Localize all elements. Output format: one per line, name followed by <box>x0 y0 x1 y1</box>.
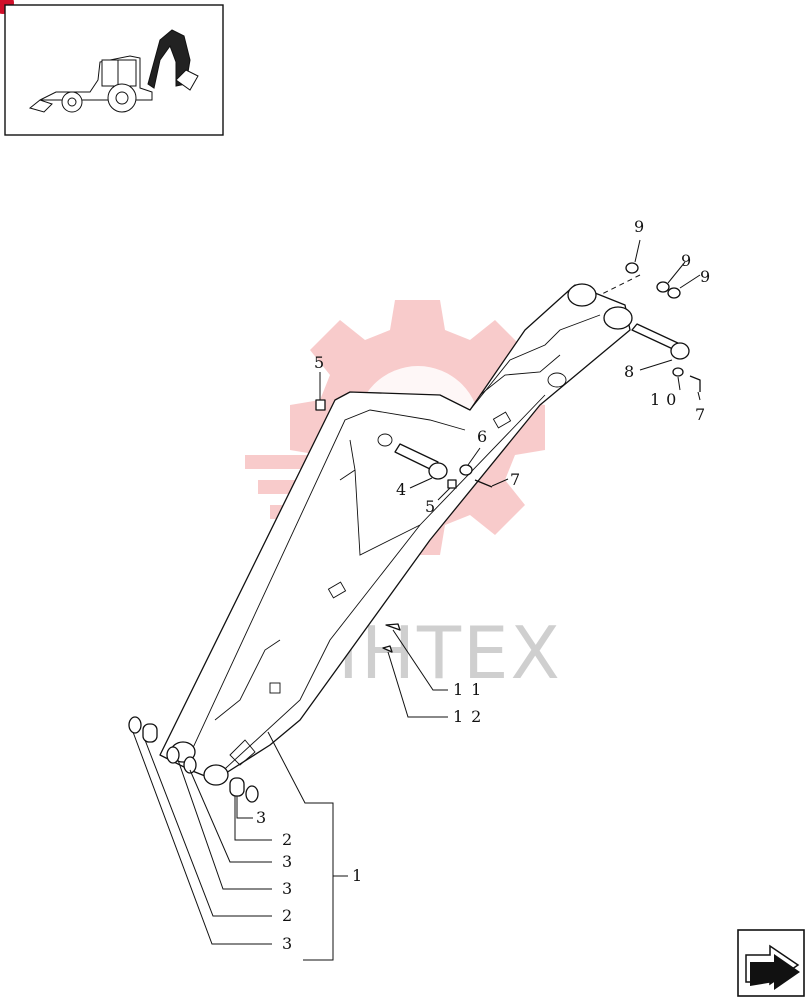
callout-6: 6 <box>477 427 487 446</box>
callout-2-b: 2 <box>282 906 292 925</box>
pin-middle <box>394 443 448 480</box>
pin-upper <box>631 323 690 360</box>
callout-3-a: 3 <box>256 808 266 827</box>
callout-2-a: 2 <box>282 830 292 849</box>
callout-10: 10 <box>650 390 682 409</box>
callout-labels: 9 9 9 5 6 7 8 10 7 4 5 11 12 3 2 3 3 2 3… <box>256 217 710 953</box>
callout-8: 8 <box>624 362 634 381</box>
callout-5-lower: 5 <box>425 497 435 516</box>
bolt-11 <box>385 623 401 631</box>
grease-fitting-5-lower <box>447 479 457 489</box>
callout-5-upper: 5 <box>314 353 324 372</box>
boom-arm <box>159 283 633 786</box>
washer-10 <box>672 367 684 377</box>
washers-9 <box>625 262 681 299</box>
callout-3-d: 3 <box>282 934 292 953</box>
callout-3-c: 3 <box>282 879 292 898</box>
callout-1: 1 <box>352 866 362 885</box>
callout-7-upper: 7 <box>695 405 705 424</box>
callout-9-b: 9 <box>681 251 691 270</box>
bolt-7-middle <box>474 479 493 488</box>
callout-11: 11 <box>453 680 489 699</box>
leader-lines <box>132 239 701 961</box>
callout-9-a: 9 <box>634 217 644 236</box>
callout-4: 4 <box>396 480 406 499</box>
washer-6 <box>459 464 473 476</box>
thumbnail-frame[interactable] <box>4 4 224 136</box>
next-page-button[interactable] <box>737 929 805 997</box>
callout-7-middle: 7 <box>510 470 520 489</box>
callout-12: 12 <box>453 707 489 726</box>
next-page-arrow-icon <box>745 944 800 990</box>
bolt-7-upper <box>689 375 701 392</box>
backhoe-loader-icon <box>28 29 199 113</box>
bushings-lower-left <box>128 716 197 774</box>
callout-3-b: 3 <box>282 852 292 871</box>
bolt-12 <box>382 645 393 653</box>
bushings-lower-right <box>229 777 259 803</box>
callout-9-c: 9 <box>700 267 710 286</box>
grease-fitting-5-upper <box>315 399 326 411</box>
